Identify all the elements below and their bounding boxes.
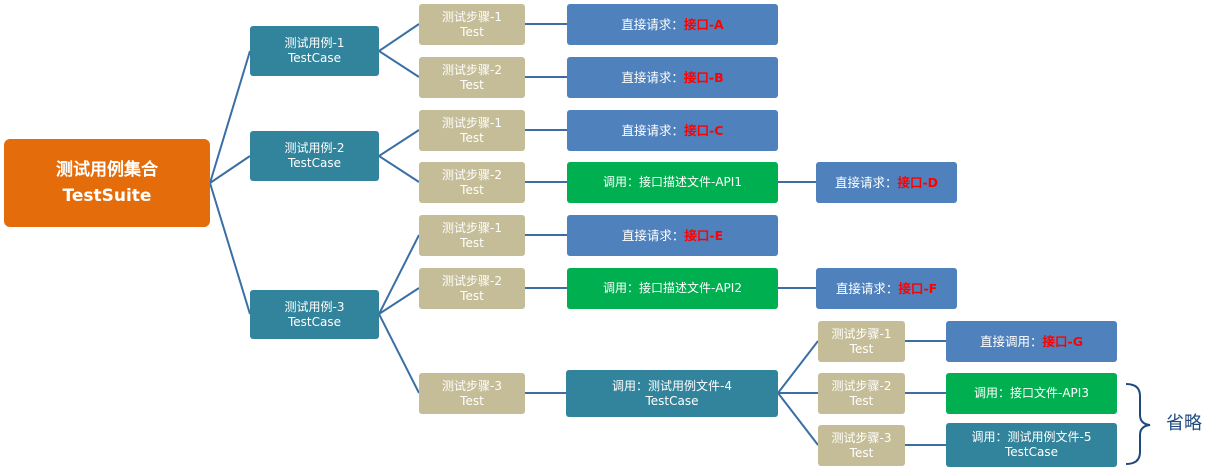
request-prefix: 直接请求： bbox=[834, 174, 898, 190]
connector-line bbox=[378, 129, 420, 157]
testcase-title: 测试用例-1 bbox=[284, 36, 345, 50]
case-call-subtitle: TestCase bbox=[645, 393, 699, 408]
call-title: 调用：接口描述文件-API2 bbox=[603, 281, 742, 295]
connector-line bbox=[378, 23, 420, 52]
request-prefix: 直接请求： bbox=[621, 227, 685, 243]
call-node-g: 直接调用：接口-G bbox=[946, 321, 1117, 362]
test-step-node: 测试步骤-1 Test bbox=[419, 110, 525, 151]
testcase-subtitle: TestCase bbox=[288, 314, 341, 329]
connector-line bbox=[209, 50, 251, 184]
request-prefix: 直接请求： bbox=[621, 122, 685, 138]
test-step-title: 测试步骤-2 bbox=[442, 168, 502, 183]
testcase-node-3: 测试用例-3 TestCase bbox=[250, 290, 379, 339]
connector-line bbox=[378, 50, 420, 78]
request-prefix: 直接请求： bbox=[621, 16, 684, 32]
request-prefix: 直接请求： bbox=[835, 280, 899, 296]
call-node-api3: 调用：接口文件-API3 bbox=[946, 373, 1117, 414]
connector-line bbox=[209, 182, 251, 315]
test-step-title: 测试步骤-1 bbox=[442, 221, 502, 236]
interface-name: 接口-D bbox=[897, 174, 939, 190]
request-prefix: 直接调用： bbox=[980, 333, 1043, 349]
test-step-subtitle: Test bbox=[460, 182, 484, 197]
test-step-node: 测试步骤-2 Test bbox=[419, 162, 525, 203]
connector-line bbox=[777, 392, 819, 446]
test-step-node: 测试步骤-3 Test bbox=[818, 425, 905, 466]
test-step-subtitle: Test bbox=[460, 130, 484, 145]
test-step-subtitle: Test bbox=[460, 24, 484, 39]
test-step-title: 测试步骤-3 bbox=[831, 431, 892, 446]
interface-name: 接口-E bbox=[684, 227, 724, 243]
case-call-title: 调用：测试用例文件-5 bbox=[971, 430, 1092, 444]
test-step-subtitle: Test bbox=[849, 393, 874, 408]
test-step-node: 测试步骤-1 Test bbox=[419, 4, 525, 45]
request-prefix: 直接请求： bbox=[621, 69, 684, 85]
test-step-subtitle: Test bbox=[849, 341, 874, 356]
interface-name: 接口-F bbox=[898, 280, 938, 296]
request-node-d: 直接请求：接口-D bbox=[816, 162, 957, 203]
case-call-subtitle: TestCase bbox=[1005, 445, 1058, 459]
connector-line bbox=[378, 313, 420, 394]
connector-line bbox=[209, 155, 251, 184]
connector-line bbox=[378, 287, 420, 315]
test-step-title: 测试步骤-3 bbox=[442, 379, 502, 394]
test-step-node: 测试步骤-2 Test bbox=[419, 57, 525, 98]
test-step-subtitle: Test bbox=[460, 288, 484, 303]
connector-line bbox=[378, 155, 420, 183]
test-step-title: 测试步骤-1 bbox=[442, 10, 502, 25]
call-title: 调用：接口描述文件-API1 bbox=[603, 175, 742, 189]
test-step-node: 测试步骤-2 Test bbox=[818, 373, 905, 414]
request-node-f: 直接请求：接口-F bbox=[816, 268, 957, 309]
interface-name: 接口-A bbox=[683, 16, 724, 32]
connector-line bbox=[777, 340, 819, 394]
test-step-subtitle: Test bbox=[460, 77, 484, 92]
test-step-subtitle: Test bbox=[460, 393, 484, 408]
request-node-b: 直接请求：接口-B bbox=[567, 57, 778, 98]
test-step-node: 测试步骤-1 Test bbox=[818, 321, 905, 362]
case-call-node-4: 调用：测试用例文件-4 TestCase bbox=[566, 370, 778, 417]
test-step-subtitle: Test bbox=[849, 445, 874, 460]
test-suite-subtitle: TestSuite bbox=[62, 186, 152, 206]
testcase-title: 测试用例-3 bbox=[284, 299, 345, 314]
request-node-a: 直接请求：接口-A bbox=[567, 4, 778, 45]
test-step-node: 测试步骤-2 Test bbox=[419, 268, 525, 309]
test-step-node: 测试步骤-3 Test bbox=[419, 373, 525, 414]
testcase-title: 测试用例-2 bbox=[284, 141, 345, 155]
testcase-subtitle: TestCase bbox=[288, 51, 341, 65]
test-step-node: 测试步骤-1 Test bbox=[419, 215, 525, 256]
call-title: 调用：接口文件-API3 bbox=[974, 386, 1089, 400]
case-call-title: 调用：测试用例文件-4 bbox=[612, 378, 732, 393]
test-step-title: 测试步骤-2 bbox=[831, 379, 892, 394]
test-suite-node: 测试用例集合 TestSuite bbox=[4, 139, 210, 227]
testcase-node-2: 测试用例-2 TestCase bbox=[250, 131, 379, 181]
test-step-subtitle: Test bbox=[460, 235, 484, 250]
interface-name: 接口-B bbox=[683, 69, 724, 85]
call-node-api1: 调用：接口描述文件-API1 bbox=[567, 162, 778, 203]
call-node-api2: 调用：接口描述文件-API2 bbox=[567, 268, 778, 309]
interface-name: 接口-C bbox=[684, 122, 724, 138]
test-step-title: 测试步骤-2 bbox=[442, 63, 502, 78]
testcase-node-1: 测试用例-1 TestCase bbox=[250, 26, 379, 76]
omit-brace bbox=[1125, 383, 1151, 465]
test-step-title: 测试步骤-1 bbox=[831, 327, 892, 342]
case-call-node-5: 调用：测试用例文件-5 TestCase bbox=[946, 423, 1117, 467]
test-suite-title: 测试用例集合 bbox=[56, 159, 158, 180]
test-step-title: 测试步骤-2 bbox=[442, 274, 502, 289]
test-step-title: 测试步骤-1 bbox=[442, 116, 502, 131]
testcase-subtitle: TestCase bbox=[288, 156, 341, 170]
request-node-e: 直接请求：接口-E bbox=[567, 215, 778, 256]
interface-name: 接口-G bbox=[1042, 333, 1083, 349]
connector-line bbox=[378, 234, 420, 315]
omit-label: 省略 bbox=[1166, 413, 1202, 434]
request-node-c: 直接请求：接口-C bbox=[567, 110, 778, 151]
